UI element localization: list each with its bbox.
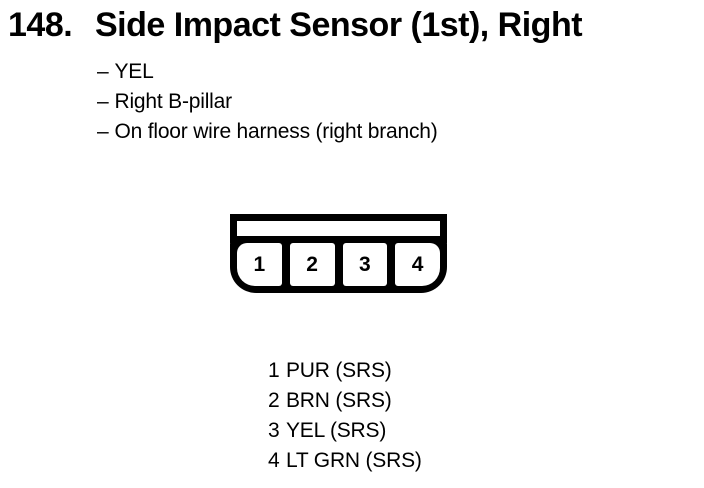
pin-cavity-3: 3	[342, 243, 388, 286]
detail-text: On floor wire harness (right branch)	[114, 120, 438, 143]
pinout-row: 4 LT GRN (SRS)	[268, 446, 422, 476]
wire-color: BRN (SRS)	[286, 389, 392, 412]
detail-text: YEL	[114, 60, 154, 83]
pin-cavity-label: 1	[253, 252, 266, 276]
pin-cavity-label: 4	[411, 252, 424, 276]
section-number: 148.	[8, 6, 73, 44]
pin-cavity-label: 2	[306, 252, 318, 276]
pinout-table: 1 PUR (SRS) 2 BRN (SRS) 3 YEL (SRS) 4 LT…	[268, 356, 422, 476]
pinout-row: 1 PUR (SRS)	[268, 356, 422, 386]
dash-bullet: –	[97, 60, 109, 83]
pin-cavity-label: 3	[359, 252, 371, 276]
detail-item: –YEL	[97, 57, 438, 87]
pin-cavity-1: 1	[237, 243, 282, 286]
detail-text: Right B-pillar	[114, 90, 232, 113]
wire-color: LT GRN (SRS)	[286, 449, 422, 472]
connector-diagram: 1 2 3 4	[230, 214, 447, 293]
section-title: Side Impact Sensor (1st), Right	[95, 6, 583, 44]
connector-lock-tab	[230, 214, 447, 243]
pin-number: 1	[268, 359, 280, 382]
pinout-row: 2 BRN (SRS)	[268, 386, 422, 416]
detail-list: –YEL –Right B-pillar –On floor wire harn…	[97, 57, 438, 147]
dash-bullet: –	[97, 120, 109, 143]
dash-bullet: –	[97, 90, 109, 113]
connector-body: 1 2 3 4	[230, 242, 447, 293]
pin-number: 3	[268, 419, 280, 442]
wire-color: PUR (SRS)	[286, 359, 392, 382]
pin-number: 2	[268, 389, 280, 412]
pin-cavity-2: 2	[289, 243, 335, 286]
section-heading: 148. Side Impact Sensor (1st), Right	[8, 6, 583, 44]
pin-cavity-4: 4	[395, 243, 440, 286]
pin-number: 4	[268, 449, 280, 472]
wire-color: YEL (SRS)	[286, 419, 387, 442]
detail-item: –Right B-pillar	[97, 87, 438, 117]
detail-item: –On floor wire harness (right branch)	[97, 117, 438, 147]
pinout-row: 3 YEL (SRS)	[268, 416, 422, 446]
